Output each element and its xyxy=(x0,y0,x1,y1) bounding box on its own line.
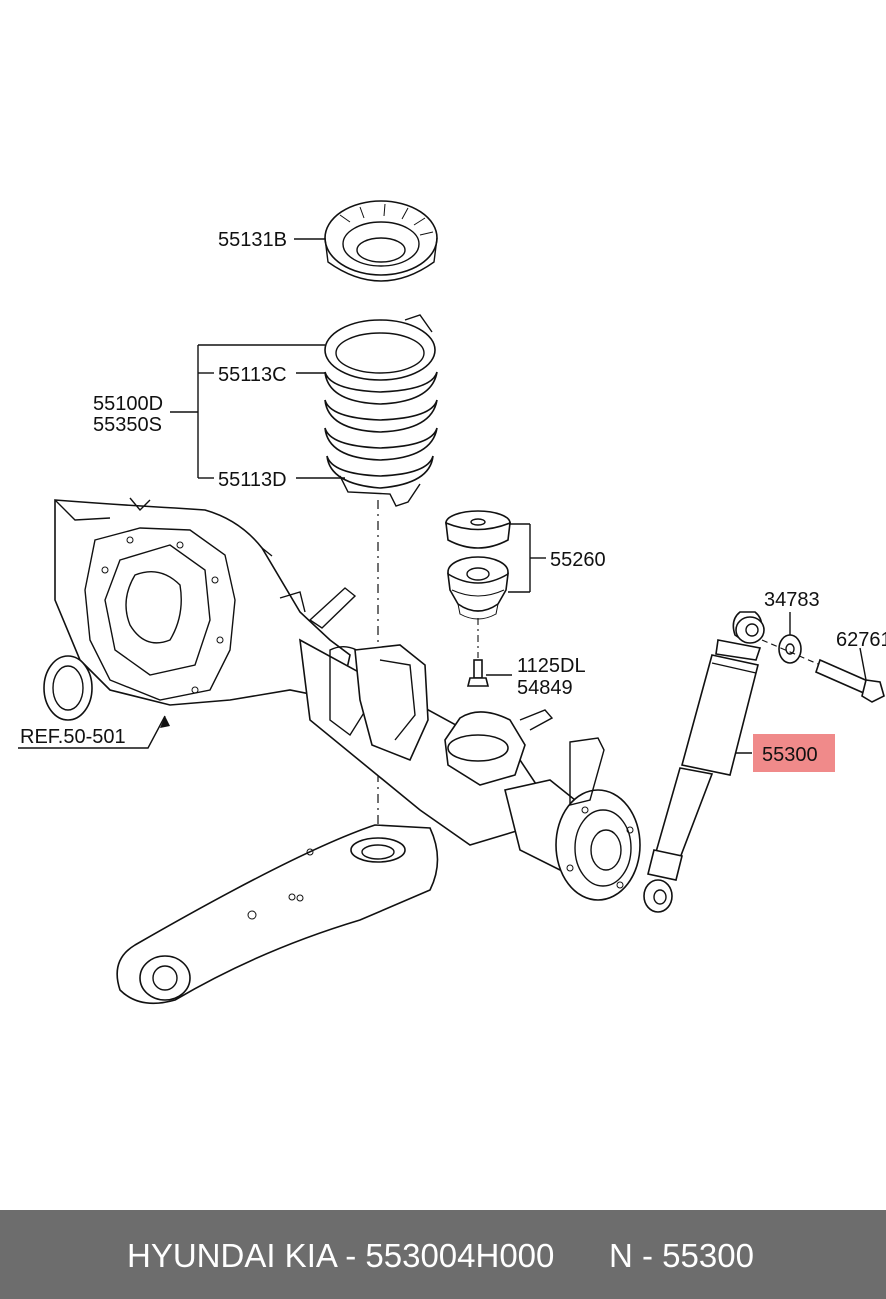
label-washer: 34783 xyxy=(764,589,820,611)
label-spring-upper: 55113C xyxy=(218,364,287,386)
rear-suspension-diagram: 55131B 55100D 55350S 55113C 55113D 55260… xyxy=(18,200,886,1005)
label-shock-absorber: 55300 xyxy=(762,744,818,766)
footer-ref-code: N - 55300 xyxy=(609,1237,754,1274)
bump-stop-part xyxy=(445,510,511,620)
footer-brand-part: HYUNDAI KIA - 553004H000 xyxy=(127,1237,555,1274)
shock-absorber-part xyxy=(643,611,765,913)
label-mount-bolt: 62761 xyxy=(836,629,886,651)
lower-control-arm xyxy=(116,824,439,1005)
axle-tube xyxy=(299,638,554,846)
label-assembly-a: 55100D xyxy=(93,393,163,415)
label-assembly-b: 55350S xyxy=(93,414,162,436)
spring-seat-part xyxy=(324,200,438,282)
label-bolt-a: 1125DL xyxy=(517,655,586,677)
label-spring-seat: 55131B xyxy=(218,229,287,251)
wheel-hub xyxy=(504,737,641,901)
label-bolt-b: 54849 xyxy=(517,677,573,699)
mount-bolt-part xyxy=(761,639,885,703)
label-ref: REF.50-501 xyxy=(20,726,126,748)
differential-housing xyxy=(43,497,357,721)
part-number-footer: HYUNDAI KIA - 553004H000 N - 55300 xyxy=(0,1210,886,1299)
coil-spring-part xyxy=(324,314,438,507)
highlight-box xyxy=(753,734,835,772)
bolt-part xyxy=(466,659,490,687)
label-spring-lower: 55113D xyxy=(218,469,287,491)
leader-lines xyxy=(18,238,867,754)
label-bump-stop: 55260 xyxy=(550,549,606,571)
